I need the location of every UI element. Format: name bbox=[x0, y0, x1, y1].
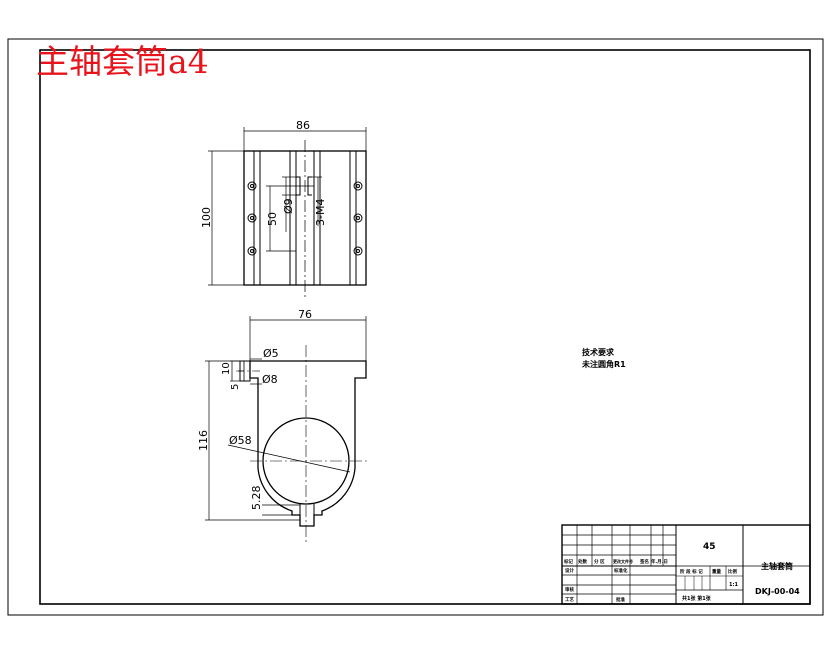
dim-bore: Ø9 bbox=[282, 198, 295, 214]
dim-depth-10: 10 bbox=[221, 362, 232, 375]
drawing-title: 主轴套筒a4 bbox=[36, 42, 209, 81]
title-block bbox=[561, 524, 811, 605]
title-stage-0: 阶 段 标 记 bbox=[680, 568, 703, 575]
title-sheet-info: 共1张 第1张 bbox=[682, 595, 712, 602]
title-part-name: 主轴套筒 bbox=[761, 561, 793, 571]
title-col-3: 更改文件号 bbox=[613, 558, 633, 564]
title-col-4: 签名 bbox=[639, 558, 649, 565]
side-view-dimension-labels: 76 116 Ø58 Ø5 Ø8 10 5 5.28 bbox=[197, 308, 312, 510]
title-approve: 批准 bbox=[616, 596, 625, 603]
dim-inner-dia: Ø58 bbox=[229, 434, 252, 447]
outer-border bbox=[7, 38, 824, 616]
title-drawing-no: DKJ-00-04 bbox=[755, 587, 800, 596]
title-stage-2: 比例 bbox=[728, 568, 737, 575]
front-view bbox=[208, 127, 367, 300]
mounting-holes-left bbox=[247, 181, 257, 256]
dim-counterbore: Ø8 bbox=[262, 373, 278, 386]
title-material: 45 bbox=[703, 542, 716, 552]
dim-thread: 3-M4 bbox=[314, 199, 327, 226]
title-col-0: 标记 bbox=[563, 558, 573, 565]
tech-notes-heading: 技术要求 bbox=[582, 347, 615, 357]
title-scale: 1:1 bbox=[729, 582, 738, 588]
dim-depth-5: 5 bbox=[230, 384, 241, 390]
dim-front-width: 86 bbox=[296, 119, 310, 132]
title-std: 标准化 bbox=[613, 567, 628, 574]
dim-hole-spacing: 50 bbox=[266, 212, 279, 226]
title-block-text: 45 主轴套筒 DKJ-00-04 1:1 共1张 第1张 阶 段 标 记 重量… bbox=[563, 542, 800, 603]
dim-slot: 5.28 bbox=[250, 486, 263, 511]
title-row-review: 审核 bbox=[565, 586, 574, 593]
dim-small-hole: Ø5 bbox=[263, 347, 279, 360]
side-view-dims bbox=[205, 316, 367, 521]
dim-front-height: 100 bbox=[200, 207, 213, 228]
dim-side-width: 76 bbox=[298, 308, 312, 321]
title-col-5: 年.月.日 bbox=[651, 558, 668, 565]
technical-notes: 技术要求 未注圆角R1 bbox=[581, 347, 626, 369]
inner-bore-circle bbox=[262, 417, 350, 505]
dim-side-height: 116 bbox=[197, 430, 210, 451]
title-col-2: 分 区 bbox=[594, 558, 605, 565]
title-col-1: 处数 bbox=[577, 558, 587, 565]
title-stage-1: 重量 bbox=[712, 568, 721, 575]
side-view bbox=[236, 345, 370, 545]
title-row-process: 工艺 bbox=[565, 596, 574, 603]
front-view-dimension-labels: 86 100 50 Ø9 3-M4 bbox=[200, 119, 327, 228]
tech-notes-line1: 未注圆角R1 bbox=[581, 359, 626, 369]
mounting-holes-right bbox=[353, 181, 363, 256]
title-row-design: 设计 bbox=[565, 567, 574, 574]
inner-border bbox=[39, 49, 811, 605]
